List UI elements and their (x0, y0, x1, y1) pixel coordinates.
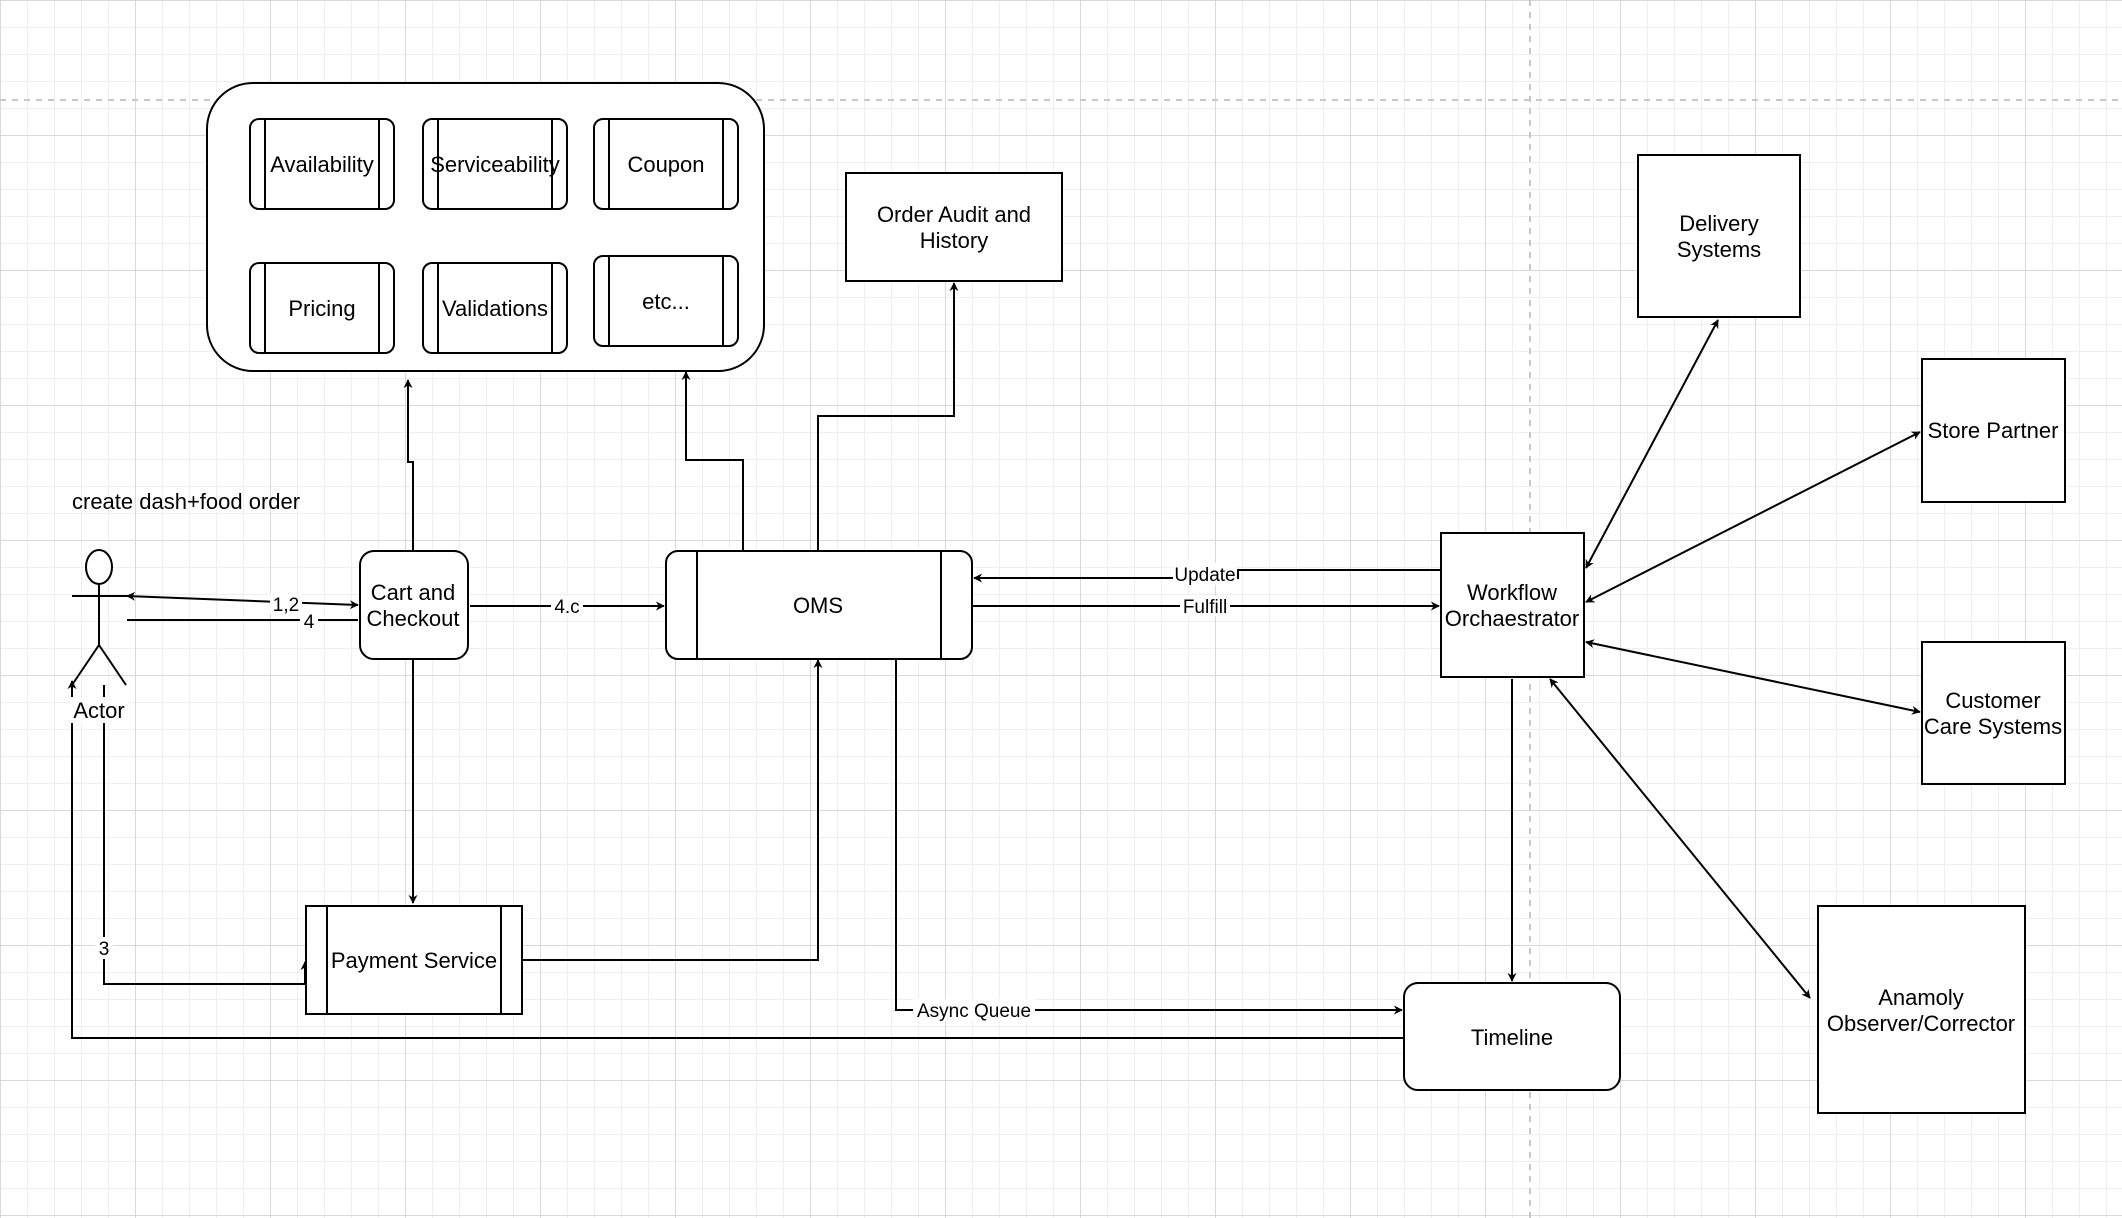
payment-service-label: Payment Service (331, 948, 497, 973)
customer-care-box[interactable]: Customer Care Systems (1921, 641, 2066, 785)
edge-timeline-to-actor[interactable] (67, 680, 1404, 1039)
process-etc[interactable]: etc... (593, 255, 739, 347)
process-serviceability[interactable]: Serviceability (422, 118, 568, 210)
actor-head (85, 549, 113, 585)
edge-label-3: 3 (99, 939, 110, 960)
edge-workflow-delivery[interactable] (1585, 319, 1719, 569)
edge-actor-to-payment[interactable] (103, 685, 310, 985)
oms-label: OMS (793, 593, 843, 618)
validations-label: Validations (442, 296, 548, 321)
oms-box[interactable]: OMS (665, 550, 973, 660)
delivery-systems-box[interactable]: Delivery Systems (1637, 154, 1801, 318)
edge-label-1-2: 1,2 (273, 595, 299, 616)
edge-label-update: Update (1174, 565, 1235, 586)
process-pricing[interactable]: Pricing (249, 262, 395, 354)
anomaly-observer-box[interactable]: Anamoly Observer/Corrector (1817, 905, 2026, 1114)
edge-workflow-anomaly[interactable] (1549, 678, 1811, 999)
anomaly-label-line2: Observer/Corrector (1827, 1011, 2015, 1036)
edge-workflow-customercare[interactable] (1585, 639, 1921, 715)
pricing-label: Pricing (288, 296, 355, 321)
edge-label-4: 4 (304, 612, 315, 633)
edge-cart-to-checks[interactable] (403, 379, 414, 551)
anomaly-label-line1: Anamoly (1878, 985, 1964, 1010)
edge-workflow-store[interactable] (1585, 431, 1921, 603)
create-order-annotation: create dash+food order (72, 489, 300, 514)
actor-label: Actor (73, 698, 124, 723)
serviceability-label: Serviceability (430, 152, 560, 177)
edge-label-async-queue: Async Queue (917, 1001, 1031, 1022)
cart-checkout-label-line2: Checkout (367, 606, 460, 631)
order-audit-label-line1: Order Audit and (877, 202, 1031, 227)
edge-cart-to-actor[interactable] (126, 591, 359, 610)
availability-label: Availability (270, 152, 374, 177)
timeline-box[interactable]: Timeline (1403, 982, 1621, 1091)
customer-care-label-line2: Care Systems (1924, 714, 2062, 739)
delivery-systems-label-line2: Systems (1677, 237, 1761, 262)
edge-oms-to-checks[interactable] (681, 371, 744, 551)
order-audit-box[interactable]: Order Audit and History (845, 172, 1063, 282)
edge-label-fulfill: Fulfill (1183, 597, 1227, 618)
edge-workflow-to-oms[interactable] (973, 569, 1440, 583)
cart-checkout-label-line1: Cart and (371, 580, 455, 605)
workflow-orchestrator-box[interactable]: Workflow Orchaestrator (1440, 532, 1585, 678)
edge-oms-to-audit[interactable] (817, 282, 959, 551)
order-audit-label-line2: History (920, 228, 988, 253)
edge-oms-to-timeline[interactable] (895, 660, 1403, 1015)
delivery-systems-label-line1: Delivery (1679, 211, 1758, 236)
etc-label: etc... (642, 289, 690, 314)
workflow-label-line1: Workflow (1467, 580, 1557, 605)
cart-checkout-box[interactable]: Cart and Checkout (359, 550, 469, 660)
edge-payment-to-oms[interactable] (522, 659, 823, 961)
edge-label-4c: 4.c (554, 597, 579, 618)
store-partner-box[interactable]: Store Partner (1921, 358, 2066, 503)
timeline-label: Timeline (1471, 1025, 1553, 1050)
store-partner-label: Store Partner (1928, 418, 2059, 443)
process-availability[interactable]: Availability (249, 118, 395, 210)
coupon-label: Coupon (627, 152, 704, 177)
process-coupon[interactable]: Coupon (593, 118, 739, 210)
workflow-label-line2: Orchaestrator (1445, 606, 1580, 631)
customer-care-label-line1: Customer (1945, 688, 2040, 713)
actor-figure[interactable] (71, 549, 127, 686)
process-validations[interactable]: Validations (422, 262, 568, 354)
payment-service-box[interactable]: Payment Service (305, 905, 523, 1015)
